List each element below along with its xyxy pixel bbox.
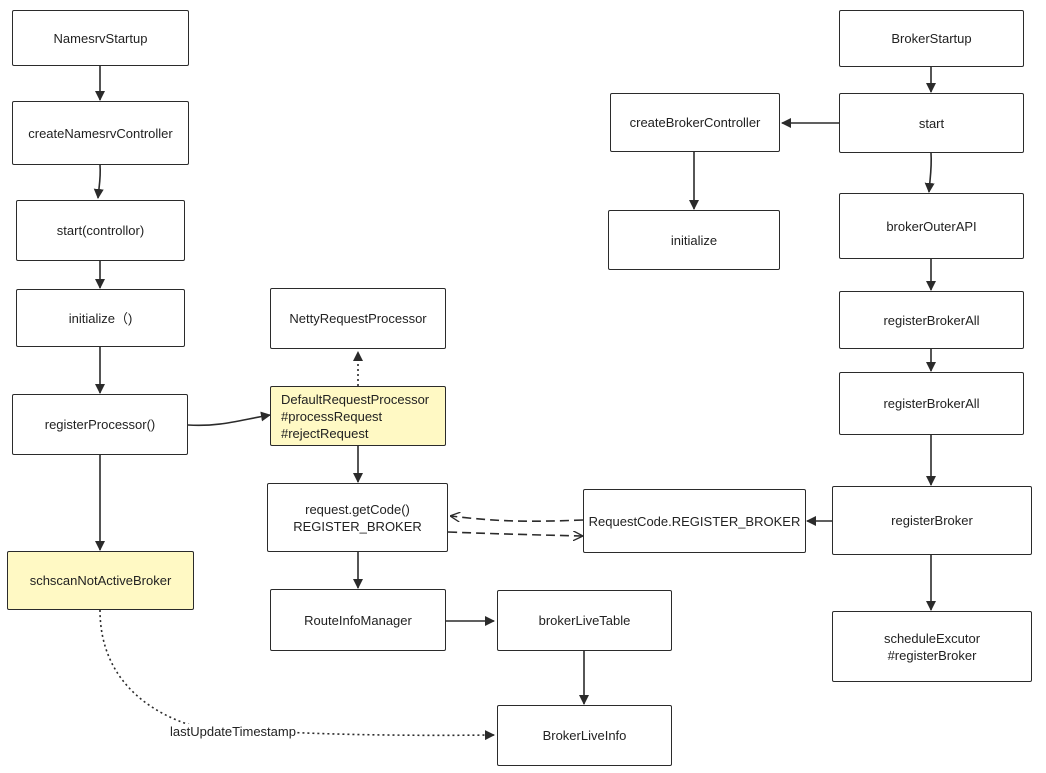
node-label-line: REGISTER_BROKER xyxy=(293,518,422,534)
node-namesrv-startup: NamesrvStartup xyxy=(12,10,189,66)
arrow-registerprocessor-to-defaultrequestprocessor xyxy=(187,411,271,427)
node-label: BrokerLiveInfo xyxy=(542,728,627,743)
node-create-broker-controller: createBrokerController xyxy=(610,93,780,152)
edge-label-last-update-timestamp: lastUpdateTimestamp xyxy=(169,724,297,739)
node-broker-outer-api: brokerOuterAPI xyxy=(839,193,1024,259)
node-label: RouteInfoManager xyxy=(304,612,412,628)
node-label: NettyRequestProcessor xyxy=(289,311,427,326)
node-broker-startup: BrokerStartup xyxy=(839,10,1024,67)
arrow-requestgetcode-to-requestcode xyxy=(447,532,582,536)
node-label-line: scheduleExcutor xyxy=(883,630,981,646)
node-label: brokerOuterAPI xyxy=(886,218,977,234)
node-label: start xyxy=(918,115,945,131)
node-label: createBrokerController xyxy=(629,115,761,130)
node-request-get-code: request.getCode() REGISTER_BROKER xyxy=(267,483,448,552)
node-route-info-manager: RouteInfoManager xyxy=(270,589,446,651)
node-label: NamesrvStartup xyxy=(53,30,148,46)
node-broker-live-info: BrokerLiveInfo xyxy=(497,705,672,766)
node-schscan-not-active-broker: schscanNotActiveBroker xyxy=(7,551,194,610)
node-label: registerProcessor() xyxy=(44,417,156,432)
node-label: registerBrokerAll xyxy=(883,312,980,328)
node-label: createNamesrvController xyxy=(28,125,173,141)
node-register-broker-all-2: registerBrokerAll xyxy=(839,372,1024,435)
node-label: initialize（) xyxy=(68,310,133,326)
node-label: schscanNotActiveBroker xyxy=(29,573,172,588)
node-broker-live-table: brokerLiveTable xyxy=(497,590,672,651)
node-label: brokerLiveTable xyxy=(538,613,631,628)
node-label: registerBrokerAll xyxy=(883,396,980,411)
node-label-line: #processRequest xyxy=(281,408,383,424)
node-label: initialize xyxy=(670,232,718,248)
arrow-requestcode-to-requestgetcode xyxy=(451,516,584,521)
node-schedule-excutor: scheduleExcutor #registerBroker xyxy=(832,611,1032,682)
node-create-namesrv-controller: createNamesrvController xyxy=(12,101,189,165)
node-label: start(controllor) xyxy=(56,223,145,238)
node-start-controllor: start(controllor) xyxy=(16,200,185,261)
node-netty-request-processor: NettyRequestProcessor xyxy=(270,288,446,349)
node-label-line: DefaultRequestProcessor xyxy=(281,391,430,407)
node-label-line: #registerBroker xyxy=(887,647,977,663)
arrow-start-to-brokerouterapi xyxy=(924,152,935,193)
node-register-broker: registerBroker xyxy=(832,486,1032,555)
node-initialize: initialize xyxy=(608,210,780,270)
node-register-processor: registerProcessor() xyxy=(12,394,188,455)
node-initialize-call: initialize（) xyxy=(16,289,185,347)
node-request-code-register-broker: RequestCode.REGISTER_BROKER xyxy=(583,489,806,553)
node-label-line: #rejectRequest xyxy=(281,425,369,441)
node-default-request-processor: DefaultRequestProcessor #processRequest … xyxy=(270,386,446,446)
node-register-broker-all-1: registerBrokerAll xyxy=(839,291,1024,349)
node-label: RequestCode.REGISTER_BROKER xyxy=(588,513,801,529)
node-label: BrokerStartup xyxy=(891,31,972,46)
node-label: registerBroker xyxy=(891,513,973,528)
arrow-createnamesrvcontroller-to-start xyxy=(93,164,104,199)
node-label-line: request.getCode() xyxy=(305,501,410,517)
node-start: start xyxy=(839,93,1024,153)
